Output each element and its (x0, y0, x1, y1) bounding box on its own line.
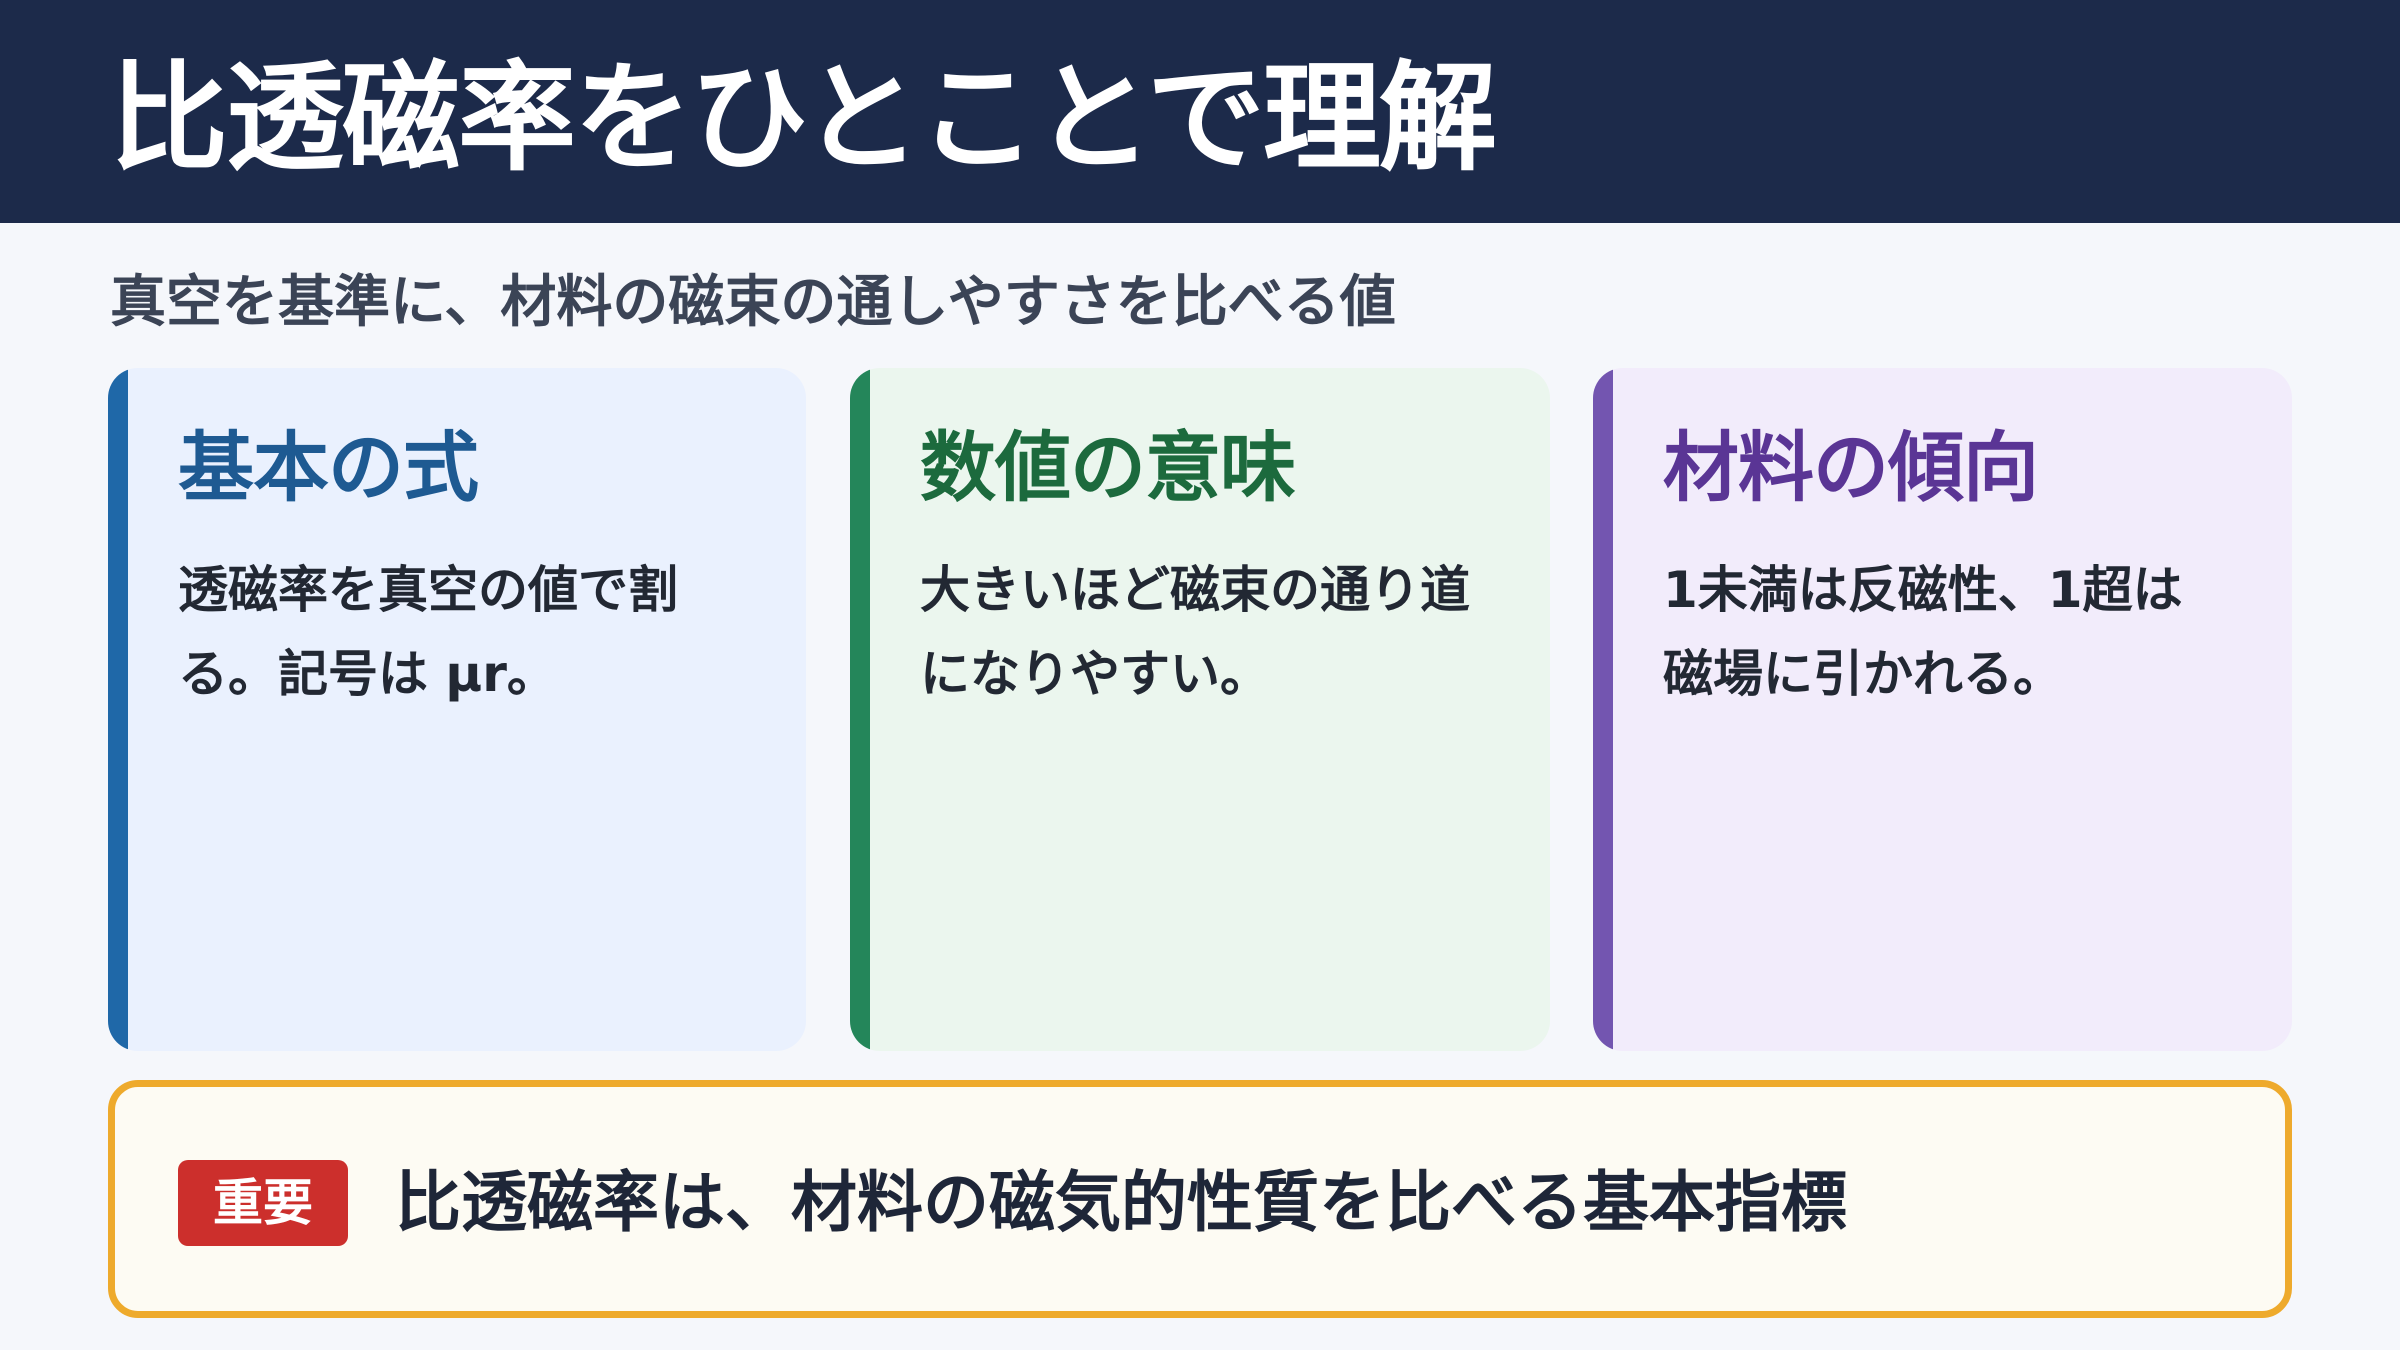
card-accent-bar (850, 368, 870, 1051)
key-point-box: 重要 比透磁率は、材料の磁気的性質を比べる基本指標 (108, 1080, 2292, 1318)
card-accent-bar (108, 368, 128, 1051)
card-body: 透磁率を真空の値で割る。記号は μr。 (178, 561, 678, 703)
card-title: 数値の意味 (920, 423, 1296, 512)
page-subtitle: 真空を基準に、材料の磁束の通しやすさを比べる値 (110, 270, 1396, 335)
important-badge: 重要 (178, 1160, 348, 1246)
card-body: 大きいほど磁束の通り道になりやすい。 (920, 561, 1470, 703)
card-accent-bar (1593, 368, 1613, 1051)
key-point-text: 比透磁率は、材料の磁気的性質を比べる基本指標 (395, 1164, 1847, 1241)
card-title: 材料の傾向 (1663, 423, 2039, 512)
header-bar: 比透磁率をひとことで理解 (0, 0, 2400, 223)
card-value-meaning: 数値の意味 大きいほど磁束の通り道になりやすい。 (850, 368, 1550, 1051)
card-material-tendency: 材料の傾向 1未満は反磁性、1超は磁場に引かれる。 (1593, 368, 2292, 1051)
card-body: 1未満は反磁性、1超は磁場に引かれる。 (1663, 561, 2183, 703)
card-title: 基本の式 (178, 423, 479, 512)
page-title: 比透磁率をひとことで理解 (110, 49, 1497, 187)
card-basic-formula: 基本の式 透磁率を真空の値で割る。記号は μr。 (108, 368, 806, 1051)
